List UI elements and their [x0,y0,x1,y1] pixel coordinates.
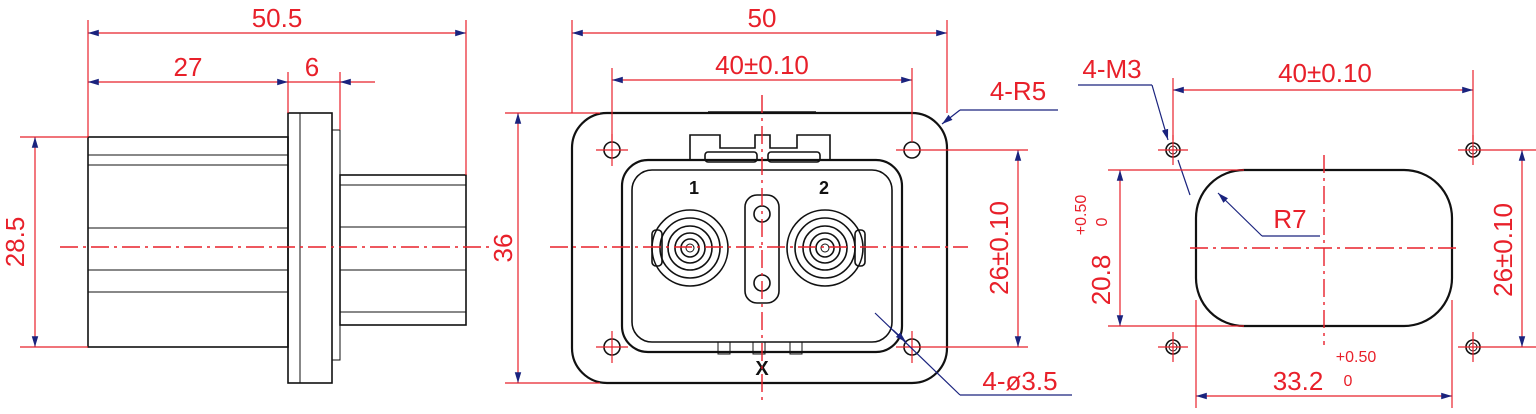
terminal-1 [651,209,729,287]
side-body-outline [87,136,289,348]
side-flange-outline [287,112,333,384]
terminal-2 [786,209,866,287]
dim-thread-holes: 4-M3 [1082,54,1141,84]
dim-mounting-holes: 4-ø3.5 [982,366,1057,396]
dim-cutout-width-tol-upper: +0.50 [1336,349,1377,366]
front-flange-outline [570,111,949,385]
dim-cutout-width: 33.2 [1273,366,1324,396]
cutout-view: 40±0.10 4-M3 R7 20.8 +0.50 0 33.2 +0.50 … [1073,54,1536,408]
side-shaft-outline [339,174,467,326]
front-view: 1 2 X 50 40±0.10 36 26±0.10 [488,3,1072,400]
dim-cutout-height: 20.8 [1086,255,1116,306]
terminal-2-label: 2 [819,178,829,198]
dim-overall-length: 50.5 [252,3,303,33]
dim-vertical-hole-spacing: 26±0.10 [984,201,1014,295]
dim-hole-spacing: 40±0.10 [715,50,809,80]
side-view: 50.5 27 6 28.5 [0,3,490,384]
dim-overall-height: 36 [488,234,518,263]
dim-height: 28.5 [0,217,30,268]
dim-cutout-radius: R7 [1273,204,1306,234]
dim-cutout-hole-spacing: 40±0.10 [1278,58,1372,88]
terminal-1-label: 1 [689,178,699,198]
dim-cutout-height-tol-lower: 0 [1094,217,1111,226]
dim-body-length: 27 [174,52,203,82]
dim-cutout-height-tol-upper: +0.50 [1073,195,1090,236]
dim-corner-radius: 4-R5 [990,76,1046,106]
dim-flange-thickness: 6 [305,52,319,82]
dim-cutout-vertical-spacing: 26±0.10 [1488,203,1518,297]
dim-overall-width: 50 [748,3,777,33]
dim-cutout-width-tol-lower: 0 [1344,373,1353,390]
